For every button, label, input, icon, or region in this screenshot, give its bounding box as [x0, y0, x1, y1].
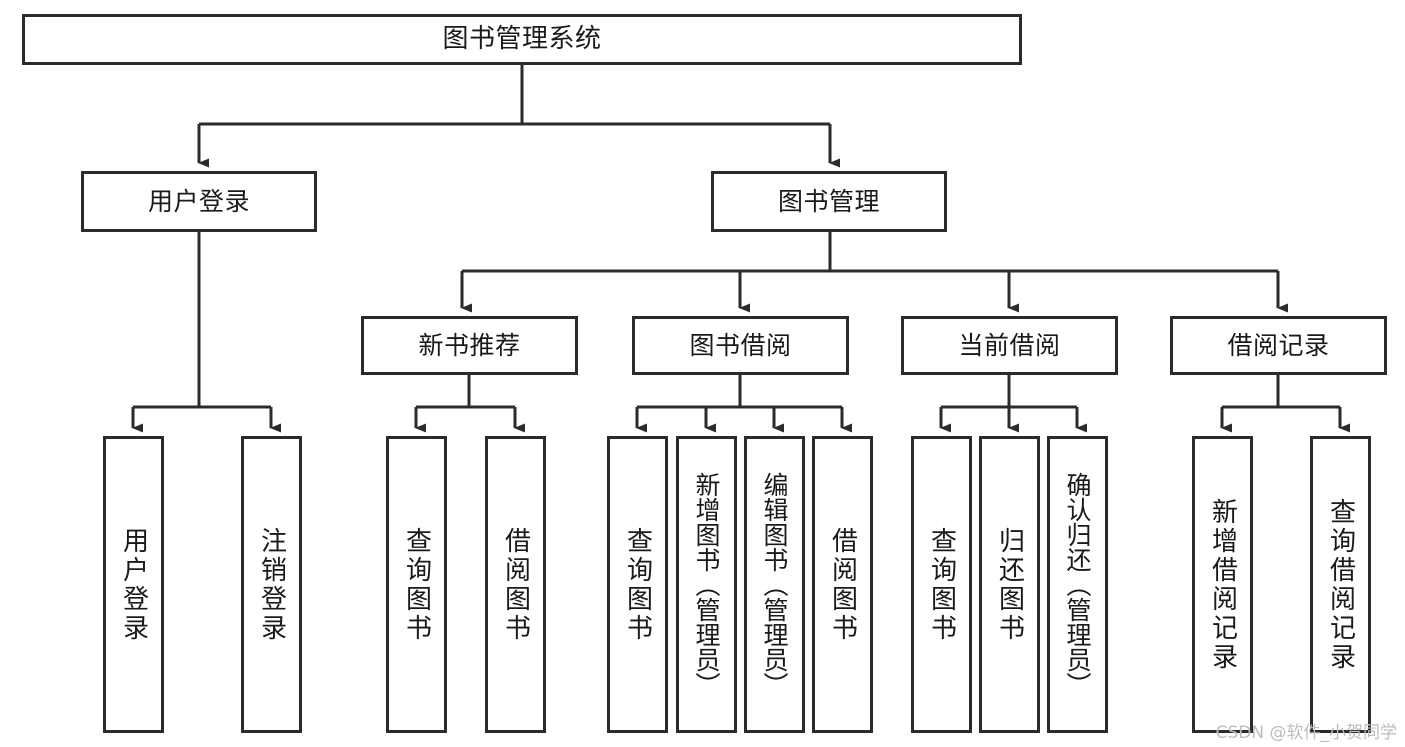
leaf-book-borrow-add[interactable]: 新增图书（管理员）	[676, 436, 737, 733]
node-label: 查询图书	[401, 526, 432, 643]
leaf-user-login-login[interactable]: 用户登录	[103, 436, 164, 733]
node-current-borrow[interactable]: 当前借阅	[901, 316, 1118, 375]
node-book-management[interactable]: 图书管理	[711, 171, 947, 232]
node-new-book-recommend[interactable]: 新书推荐	[361, 316, 578, 375]
leaf-borrow-record-add[interactable]: 新增借阅记录	[1192, 436, 1253, 733]
leaf-new-book-borrow[interactable]: 借阅图书	[485, 436, 546, 733]
node-label: 用户登录	[147, 186, 250, 216]
node-label: 借阅图书	[827, 526, 858, 643]
leaf-book-borrow-borrow[interactable]: 借阅图书	[812, 436, 873, 733]
node-label: 归还图书	[994, 526, 1025, 643]
node-book-borrow[interactable]: 图书借阅	[632, 316, 849, 375]
node-label: 用户登录	[118, 526, 149, 643]
leaf-book-borrow-query[interactable]: 查询图书	[607, 436, 668, 733]
node-label: 新增借阅记录	[1207, 497, 1238, 672]
node-label: 图书管理	[777, 186, 880, 216]
node-label: 图书管理系统	[442, 23, 602, 54]
watermark: CSDN @软件_小贺同学	[1215, 723, 1397, 743]
node-label: 查询借阅记录	[1325, 497, 1356, 672]
leaf-current-borrow-confirm-return[interactable]: 确认归还（管理员）	[1047, 436, 1108, 733]
node-label: 图书借阅	[689, 330, 792, 360]
node-label: 借阅记录	[1227, 330, 1330, 360]
node-label: 确认归还（管理员）	[1063, 472, 1092, 697]
node-label: 注销登录	[256, 526, 287, 643]
leaf-book-borrow-edit[interactable]: 编辑图书（管理员）	[744, 436, 805, 733]
node-label: 新书推荐	[418, 330, 521, 360]
node-label: 编辑图书（管理员）	[760, 472, 789, 697]
leaf-user-login-logout[interactable]: 注销登录	[241, 436, 302, 733]
node-label: 查询图书	[622, 526, 653, 643]
node-label: 当前借阅	[958, 330, 1061, 360]
node-label: 借阅图书	[500, 526, 531, 643]
leaf-current-borrow-return[interactable]: 归还图书	[979, 436, 1040, 733]
node-root-system[interactable]: 图书管理系统	[22, 14, 1022, 65]
leaf-new-book-query[interactable]: 查询图书	[386, 436, 447, 733]
leaf-borrow-record-query[interactable]: 查询借阅记录	[1310, 436, 1371, 733]
node-label: 查询图书	[926, 526, 957, 643]
node-label: 新增图书（管理员）	[692, 472, 721, 697]
leaf-current-borrow-query[interactable]: 查询图书	[911, 436, 972, 733]
node-borrow-record[interactable]: 借阅记录	[1170, 316, 1387, 375]
node-user-login[interactable]: 用户登录	[81, 171, 317, 232]
